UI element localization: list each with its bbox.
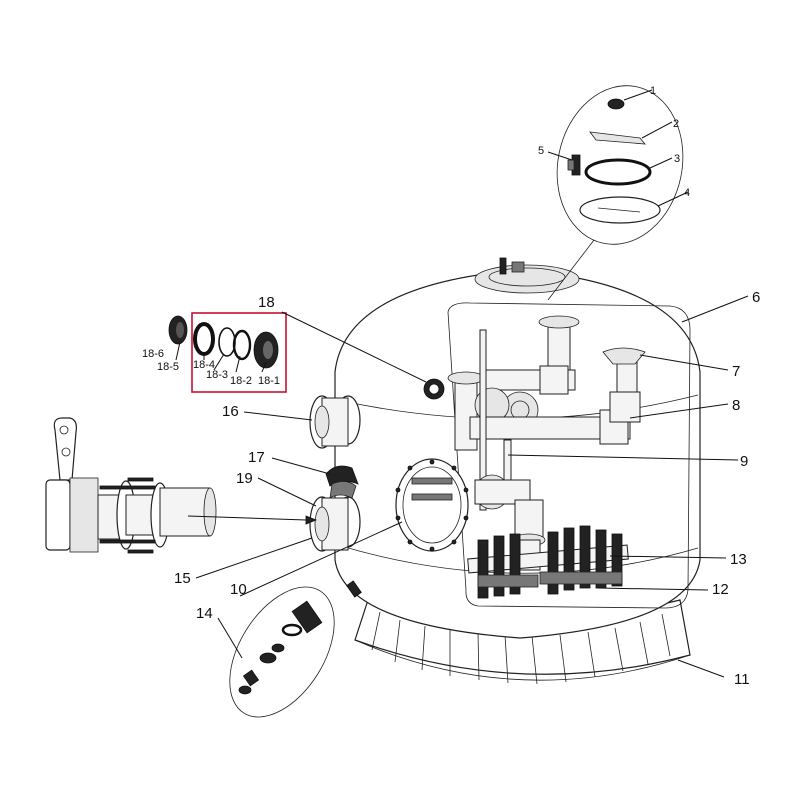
callout-5: 5: [538, 145, 544, 157]
callout-18-2: 18-2: [230, 375, 252, 387]
callout-8: 8: [732, 397, 740, 414]
callout-18-3: 18-3: [206, 369, 228, 381]
highlight-box: [191, 312, 287, 393]
callout-labels: 1 2 3 4 5 6 7 8 9 10 11 12 13 14 15 16 1…: [142, 85, 760, 688]
callout-6: 6: [752, 289, 760, 306]
internal-pipework: [447, 315, 646, 571]
callout-18-6: 18-6: [142, 348, 164, 360]
lid-detail-oval: [547, 85, 684, 301]
callout-16: 16: [222, 403, 239, 420]
callout-13: 13: [730, 551, 747, 568]
callout-14: 14: [196, 605, 213, 622]
drain-detail-oval: [229, 580, 362, 718]
callout-10: 10: [230, 581, 247, 598]
callout-18-4: 18-4: [193, 359, 215, 371]
callout-1: 1: [650, 85, 656, 97]
callout-18: 18: [258, 294, 275, 311]
callout-2: 2: [673, 118, 679, 130]
callout-15: 15: [174, 570, 191, 587]
lower-flange: [309, 496, 361, 552]
valve-bolts: [99, 477, 156, 554]
assembly-arrow: [187, 515, 318, 525]
multiport-valve: [45, 417, 217, 554]
gasket-part: [325, 465, 359, 499]
base-ribs: [371, 611, 671, 685]
callout-3: 3: [674, 153, 680, 165]
manhole-bolts: [395, 459, 469, 552]
leader-lines: [175, 89, 749, 678]
callout-7: 7: [732, 363, 740, 380]
callout-18-5: 18-5: [157, 361, 179, 373]
sight-glass: [423, 378, 445, 400]
drain-plug-on-tank: [346, 580, 362, 598]
callout-11: 11: [734, 671, 750, 688]
callout-9: 9: [740, 453, 748, 470]
underdrain-laterals: [467, 525, 629, 599]
callout-12: 12: [712, 581, 729, 598]
callout-17: 17: [248, 449, 265, 466]
upper-flange: [309, 395, 361, 449]
drain-parts: [238, 600, 323, 695]
part-18-exploded: [168, 312, 287, 393]
callout-19: 19: [236, 470, 253, 487]
lateral-fingers: [477, 525, 623, 599]
callout-18-1: 18-1: [258, 375, 280, 387]
callout-4: 4: [684, 187, 690, 199]
manhole-cover: [395, 458, 469, 552]
